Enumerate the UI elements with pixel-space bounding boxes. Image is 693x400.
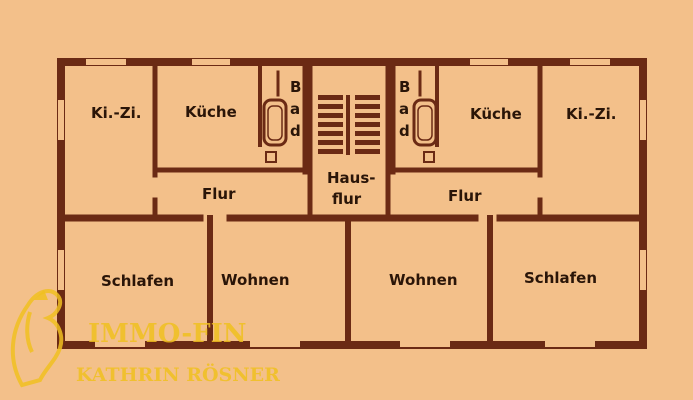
outer-wall	[57, 58, 647, 349]
window-mark	[400, 341, 450, 347]
window-mark	[250, 341, 300, 347]
room-label-left-flur: Flur	[202, 185, 236, 203]
window-mark	[58, 250, 64, 290]
room-label-left-bad-2: a	[290, 100, 300, 118]
room-label-right-schlafen: Schlafen	[524, 269, 597, 287]
bathtub-icon	[267, 105, 283, 141]
staircase-icon	[318, 95, 380, 155]
toilet-icon	[423, 151, 435, 163]
room-label-right-kueche: Küche	[470, 105, 522, 123]
horse-logo-icon	[10, 289, 64, 388]
window-mark	[640, 100, 646, 140]
bathtub-icon	[417, 105, 433, 141]
bathtub-icon	[262, 98, 288, 147]
window-mark	[86, 59, 126, 65]
room-label-right-bad-3: d	[399, 122, 410, 140]
horse-logo-icon	[34, 290, 48, 300]
room-label-left-bad-1: B	[290, 78, 301, 96]
room-label-right-flur: Flur	[448, 187, 482, 205]
room-label-right-wohnen: Wohnen	[389, 271, 458, 289]
room-label-right-bad-1: B	[399, 78, 410, 96]
toilet-icon	[265, 151, 277, 163]
watermark-line2: KATHRIN RÖSNER	[76, 363, 280, 386]
watermark: IMMO-FIN KATHRIN RÖSNER	[10, 289, 280, 388]
room-label-right-kizi: Ki.-Zi.	[566, 105, 616, 123]
window-mark	[95, 341, 145, 347]
window-mark	[545, 341, 595, 347]
window-mark	[570, 59, 610, 65]
window-mark	[192, 59, 230, 65]
room-label-left-kueche: Küche	[185, 103, 237, 121]
room-label-right-bad-2: a	[399, 100, 409, 118]
room-label-left-wohnen: Wohnen	[221, 271, 290, 289]
window-mark	[470, 59, 508, 65]
window-mark	[640, 250, 646, 290]
room-label-left-bad-3: d	[290, 122, 301, 140]
room-label-hausflur-1: Haus-	[327, 169, 376, 187]
room-label-left-kizi: Ki.-Zi.	[91, 104, 141, 122]
watermark-line1: IMMO-FIN	[88, 319, 247, 349]
bathtub-icon	[412, 98, 438, 147]
room-label-left-schlafen: Schlafen	[101, 272, 174, 290]
room-label-hausflur-2: flur	[332, 190, 362, 208]
window-mark	[58, 100, 64, 140]
